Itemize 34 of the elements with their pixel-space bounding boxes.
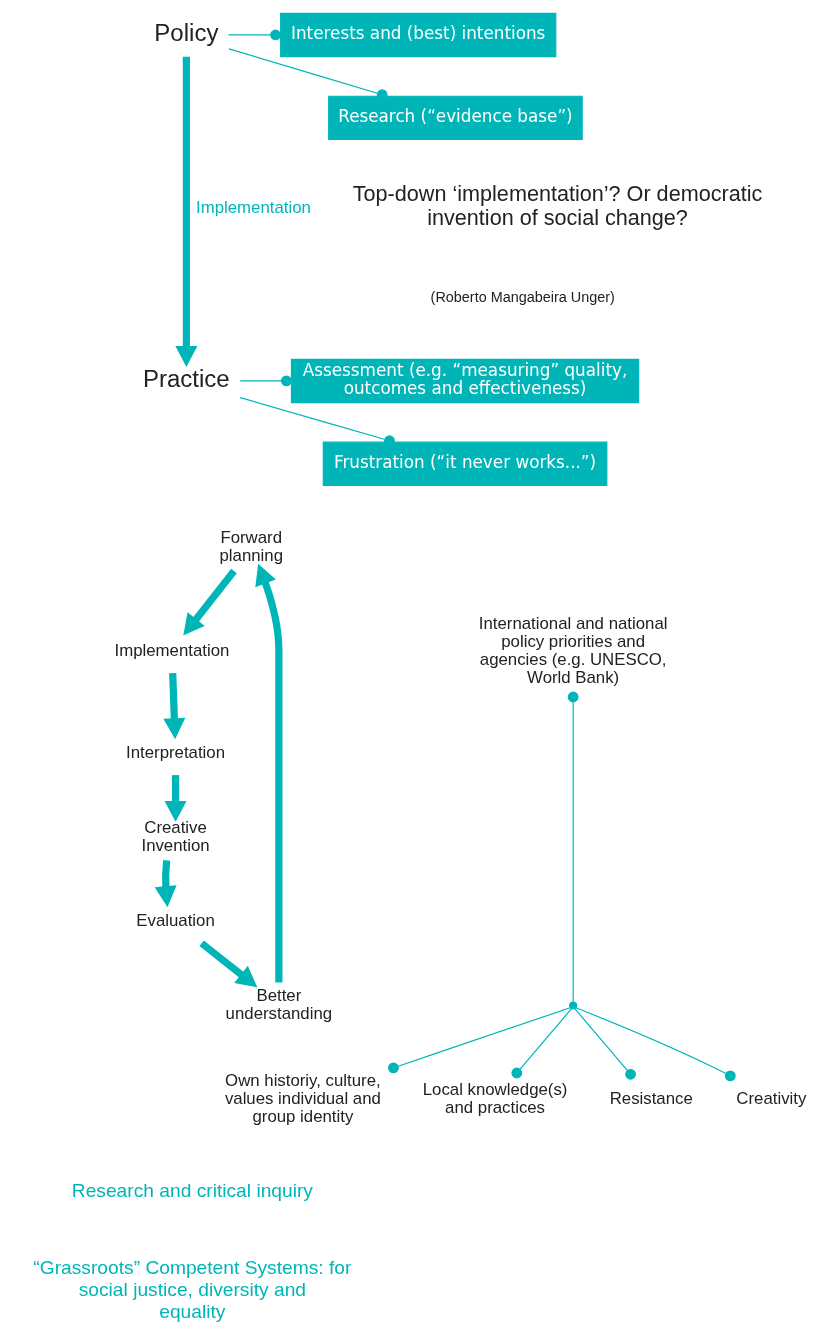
node-box: Research (“evidence base”) (328, 95, 583, 141)
node-text: Policy (154, 18, 219, 46)
node-text: Implementation (114, 640, 230, 660)
node-text: Evaluation (136, 910, 215, 930)
connector (511, 1008, 573, 1079)
label: (Roberto Mangabeira Unger) (430, 288, 615, 305)
node-text: Local knowledge(s) and practices (422, 1080, 568, 1118)
connector (567, 691, 579, 1003)
node-text: Practice (142, 364, 230, 392)
node-box: Interests and (best) intentions (280, 12, 557, 58)
connector (388, 1007, 571, 1074)
node-text: Resistance (609, 1089, 693, 1109)
node-text: International and national policy priorities and agencies (e.g. UNESCO, World Bank) (478, 613, 668, 687)
edge-label: Implementation (195, 197, 311, 217)
connector (227, 29, 281, 41)
node-text: Better understanding (225, 985, 333, 1023)
label: Top-down ‘implementation’? Or democratic invention of social change? (352, 181, 763, 231)
node-box: Frustration (“it never works...”) (322, 441, 608, 487)
node-text: Forward planning (219, 528, 283, 566)
label: Research and critical inquiry (71, 1180, 313, 1202)
node-point (569, 1001, 578, 1010)
node-text: Interpretation (126, 742, 226, 762)
node-text: Creativity (736, 1089, 807, 1109)
connector (574, 1008, 636, 1080)
node-text: Creative Invention (141, 817, 210, 855)
arrow (163, 672, 186, 740)
label: “Grassroots” Competent Systems: for social justice, diversity and equality (33, 1257, 352, 1322)
connector (239, 375, 292, 387)
node-box: Assessment (e.g. “measuring” quality, outcomes and effectiveness) (290, 358, 640, 404)
arrow (199, 940, 258, 988)
arrow (175, 56, 198, 367)
node-text: Own historiy, culture, values individual and group identity (224, 1071, 381, 1127)
connector (575, 1007, 736, 1082)
arrow (183, 568, 237, 636)
